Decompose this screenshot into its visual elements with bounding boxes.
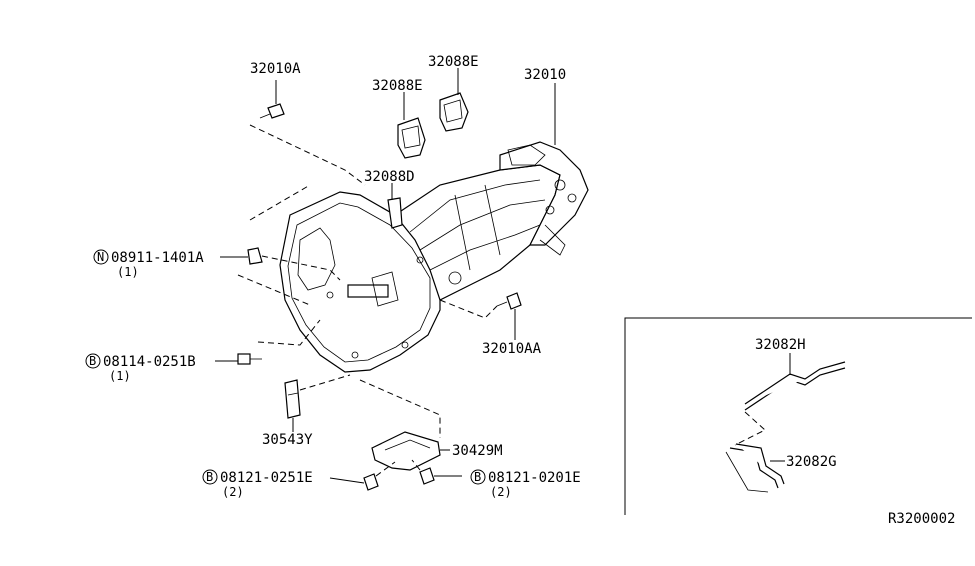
label-32082g: 32082G — [786, 454, 837, 470]
bolt-32010a — [259, 103, 285, 119]
label-08121-0251e: 08121-0251E — [220, 470, 313, 486]
hose-32082h — [744, 353, 846, 411]
prefix-b-08114: B — [89, 354, 96, 368]
qty-08121-a: (2) — [222, 485, 244, 499]
reference-number: R3200002 — [888, 511, 955, 527]
bolt-08114 — [237, 353, 262, 365]
label-32088e-right: 32088E — [428, 54, 479, 70]
n-symbol-icon — [93, 249, 109, 265]
prefix-n: N — [97, 250, 104, 264]
hose-32082g — [725, 443, 785, 493]
label-08114-0251b: 08114-0251B — [103, 354, 196, 370]
label-32010a: 32010A — [250, 61, 301, 77]
bracket-32088d — [387, 197, 403, 229]
bracket-30429m — [371, 431, 441, 471]
label-08121-0201e: 08121-0201E — [488, 470, 581, 486]
b-symbol-icon — [85, 353, 101, 369]
inset-frame — [624, 317, 972, 515]
bolt-08121-b — [411, 459, 435, 485]
bracket-30543y — [284, 379, 301, 419]
qty-08911: (1) — [117, 265, 139, 279]
label-32010: 32010 — [524, 67, 566, 83]
prefix-b-08121-a: B — [206, 470, 213, 484]
b-symbol-icon — [202, 469, 218, 485]
label-32088e-left: 32088E — [372, 78, 423, 94]
bolt-32010aa — [496, 292, 522, 310]
label-30543y: 30543Y — [262, 432, 313, 448]
mount-32088e-left — [397, 117, 426, 159]
qty-08114: (1) — [109, 369, 131, 383]
nut-08911 — [247, 247, 263, 265]
label-08911-1401a: 08911-1401A — [111, 250, 204, 266]
prefix-b-08121-b: B — [474, 470, 481, 484]
mount-32088e-right — [439, 92, 469, 132]
bolt-08121-a — [363, 461, 396, 491]
qty-08121-b: (2) — [490, 485, 512, 499]
label-32010aa: 32010AA — [482, 341, 542, 357]
label-32088d: 32088D — [364, 169, 415, 185]
b-symbol-icon — [470, 469, 486, 485]
label-30429m: 30429M — [452, 443, 503, 459]
label-32082h: 32082H — [755, 337, 806, 353]
transmission-assembly — [279, 141, 589, 373]
